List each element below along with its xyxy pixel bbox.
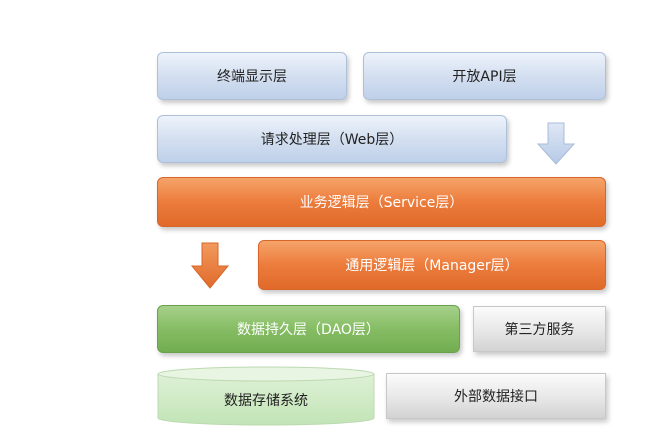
open-api-layer: 开放API层: [363, 52, 606, 100]
external-data-interface-box: 外部数据接口: [386, 373, 606, 419]
third-party-service-box: 第三方服务: [473, 306, 606, 352]
dao-layer: 数据持久层（DAO层）: [157, 305, 460, 353]
web-layer-label: 请求处理层（Web层）: [260, 132, 404, 148]
third-party-service-label: 第三方服务: [504, 322, 575, 338]
arrow-down-icon: [536, 122, 576, 165]
open-api-label: 开放API层: [452, 69, 517, 85]
terminal-display-label: 终端显示层: [217, 69, 287, 85]
data-storage-label: 数据存储系统: [224, 393, 308, 409]
manager-layer-label: 通用逻辑层（Manager层）: [345, 258, 519, 274]
data-storage-cylinder: 数据存储系统: [157, 366, 375, 426]
service-layer: 业务逻辑层（Service层）: [157, 177, 606, 227]
web-layer: 请求处理层（Web层）: [157, 115, 507, 163]
manager-layer: 通用逻辑层（Manager层）: [258, 240, 606, 290]
terminal-display-layer: 终端显示层: [157, 52, 347, 100]
service-layer-label: 业务逻辑层（Service层）: [299, 195, 464, 211]
database-icon: [157, 366, 375, 426]
arrow-down-icon: [190, 242, 230, 289]
external-data-interface-label: 外部数据接口: [454, 389, 538, 405]
dao-layer-label: 数据持久层（DAO层）: [237, 322, 380, 338]
